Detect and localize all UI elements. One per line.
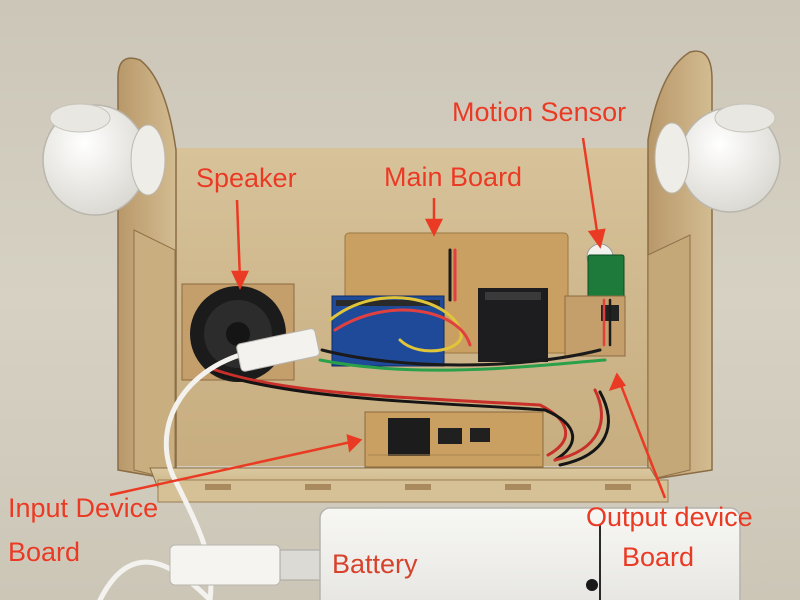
input-device-label-line1: Input Device bbox=[8, 493, 159, 523]
left-wheel bbox=[42, 103, 166, 216]
inner-right-wall bbox=[647, 234, 691, 481]
usb-plug-top bbox=[236, 328, 320, 372]
output-device-label-line1: Output device bbox=[586, 502, 753, 532]
inner-left-wall bbox=[133, 229, 176, 481]
input-device-board bbox=[364, 411, 544, 468]
annotation-arrows bbox=[109, 137, 667, 499]
battery bbox=[319, 507, 741, 600]
motion-sensor-label: Motion Sensor bbox=[452, 97, 627, 127]
input-device-label-line2: Board bbox=[8, 537, 81, 567]
front-panel-slots bbox=[205, 484, 631, 490]
speaker-label: Speaker bbox=[196, 163, 297, 193]
front-panel-face bbox=[157, 479, 669, 503]
speaker bbox=[181, 283, 295, 382]
output-device-label-line2: Board bbox=[622, 542, 695, 572]
motion-sensor bbox=[586, 243, 625, 300]
main-board-label: Main Board bbox=[384, 162, 523, 192]
usb-plug-bottom bbox=[169, 544, 323, 586]
wires bbox=[208, 248, 612, 467]
right-wheel bbox=[654, 103, 781, 213]
output-device-board bbox=[564, 295, 626, 357]
battery-label: Battery bbox=[332, 549, 418, 579]
main-board bbox=[331, 232, 569, 367]
